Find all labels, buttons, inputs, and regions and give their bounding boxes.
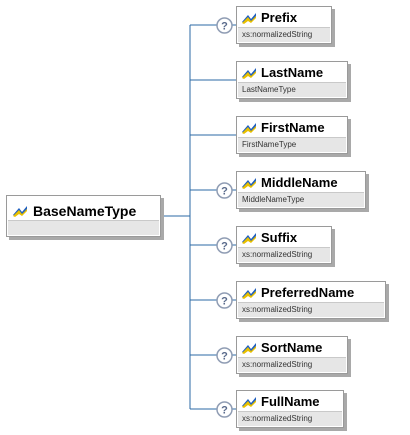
element-name: FirstName (261, 120, 325, 135)
element-name: Prefix (261, 10, 298, 25)
element-node-preferredname[interactable]: PreferredName xs:normalizedString (236, 281, 386, 319)
root-node-type-bar (8, 220, 159, 235)
question-mark-icon: ? (216, 17, 233, 34)
element-icon (241, 121, 257, 134)
question-mark-icon: ? (216, 292, 233, 309)
element-type: xs:normalizedString (238, 411, 342, 426)
element-type: MiddleNameType (238, 192, 364, 207)
svg-text:?: ? (221, 186, 228, 198)
element-type: FirstNameType (238, 137, 346, 152)
svg-text:?: ? (221, 21, 228, 33)
element-name: FullName (261, 394, 320, 409)
element-name: SortName (261, 340, 323, 355)
question-mark-icon: ? (216, 347, 233, 364)
root-node[interactable]: BaseNameType (6, 195, 161, 237)
root-node-title: BaseNameType (33, 203, 137, 219)
element-type: xs:normalizedString (238, 247, 330, 262)
element-name: Suffix (261, 230, 298, 245)
question-mark-icon: ? (216, 401, 233, 418)
element-name: MiddleName (261, 175, 338, 190)
element-icon (241, 176, 257, 189)
element-icon (241, 286, 257, 299)
svg-text:?: ? (221, 351, 228, 363)
question-mark-icon: ? (216, 237, 233, 254)
element-node-fullname[interactable]: FullName xs:normalizedString (236, 390, 344, 428)
element-type: xs:normalizedString (238, 302, 384, 317)
element-name: PreferredName (261, 285, 355, 300)
svg-text:?: ? (221, 241, 228, 253)
element-icon (241, 341, 257, 354)
element-node-prefix[interactable]: Prefix xs:normalizedString (236, 6, 332, 44)
svg-text:?: ? (221, 405, 228, 417)
element-icon (241, 395, 257, 408)
element-icon (241, 231, 257, 244)
element-icon (241, 66, 257, 79)
element-type: xs:normalizedString (238, 27, 330, 42)
svg-text:?: ? (221, 296, 228, 308)
element-type: LastNameType (238, 82, 346, 97)
element-node-sortname[interactable]: SortName xs:normalizedString (236, 336, 348, 374)
element-name: LastName (261, 65, 324, 80)
element-icon (241, 11, 257, 24)
element-icon (12, 204, 28, 217)
element-node-suffix[interactable]: Suffix xs:normalizedString (236, 226, 332, 264)
element-type: xs:normalizedString (238, 357, 346, 372)
question-mark-icon: ? (216, 182, 233, 199)
